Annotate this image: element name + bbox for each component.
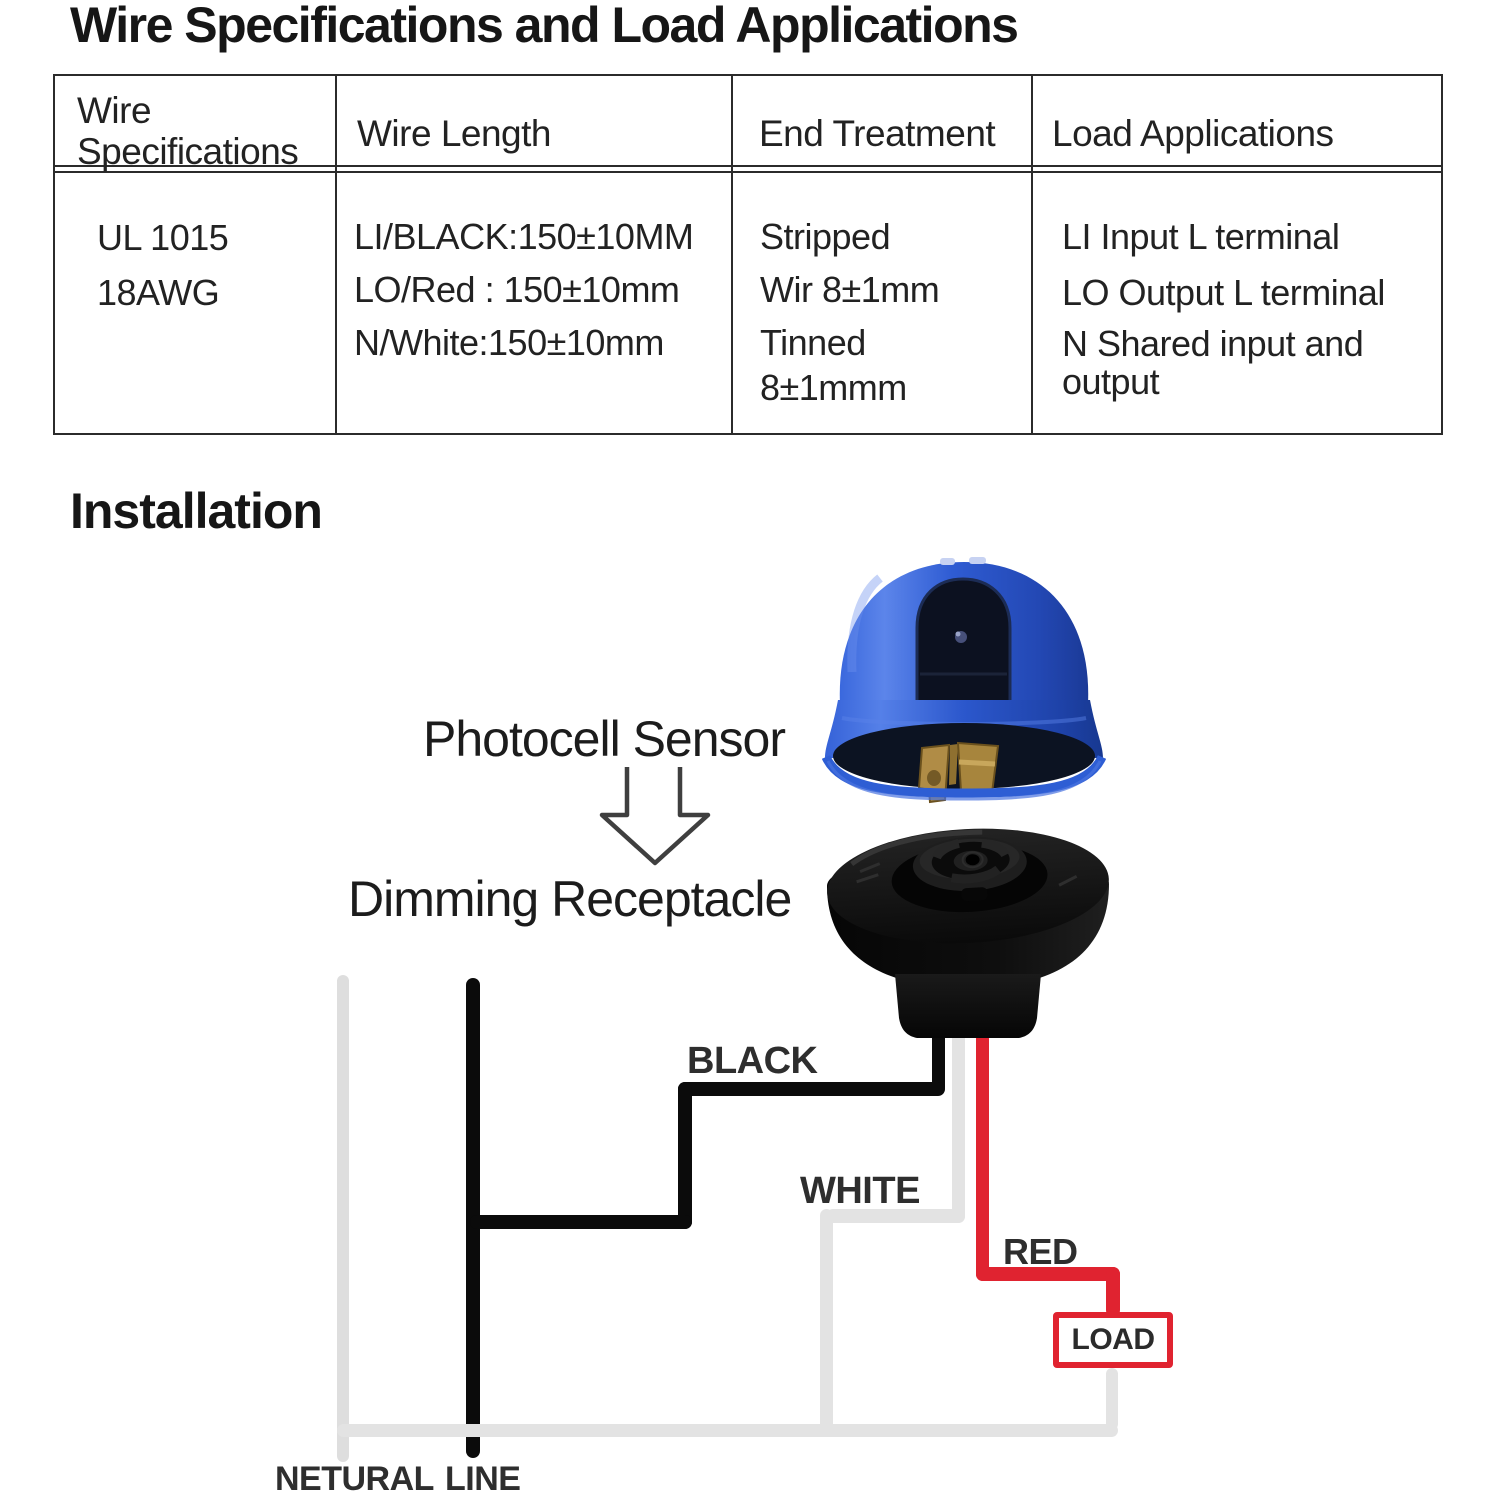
white-wire-segment — [337, 1424, 1118, 1437]
page-title: Wire Specifications and Load Application… — [70, 0, 1019, 53]
table-cell: Stripped — [760, 216, 891, 257]
table-cell: LO/Red : 150±10mm — [354, 269, 680, 310]
load-box: LOAD — [1053, 1312, 1173, 1368]
white-wire-segment — [820, 1209, 833, 1437]
photocell-sensor-image — [822, 557, 1106, 804]
table-cell: Tinned — [760, 322, 866, 363]
black-wire-label: BLACK — [687, 1040, 818, 1082]
table-cell: 18AWG — [97, 272, 220, 313]
down-arrow-icon — [599, 767, 711, 866]
table-cell: N Shared input and output — [1062, 323, 1364, 402]
header-rule — [55, 165, 1441, 167]
table-cell: LI/BLACK:150±10MM — [354, 216, 694, 257]
black-wire-segment — [932, 1030, 945, 1094]
table-divider — [1031, 76, 1033, 433]
red-wire-label: RED — [1003, 1231, 1078, 1272]
dimming-receptacle-image — [827, 828, 1109, 1038]
white-wire-segment — [952, 1032, 965, 1223]
table-cell: N/White:150±10mm — [354, 322, 664, 363]
red-wire-segment — [1106, 1267, 1120, 1317]
black-wire-segment — [678, 1082, 692, 1229]
table-cell: Wir 8±1mm — [760, 269, 940, 310]
white-wire-label: WHITE — [800, 1170, 920, 1212]
column-header-end-treatment: End Treatment — [759, 113, 996, 154]
column-header-wire-specifications: Wire Specifications — [77, 90, 299, 172]
white-wire-segment — [826, 1209, 965, 1223]
column-header-wire-length: Wire Length — [357, 113, 552, 154]
red-wire-segment — [976, 1032, 989, 1281]
red-wire-segment — [976, 1267, 1120, 1281]
load-label: LOAD — [1071, 1323, 1156, 1356]
table-divider — [335, 76, 337, 433]
installation-heading: Installation — [70, 483, 323, 539]
neutral-label: NETURAL — [275, 1460, 434, 1497]
table-cell: LO Output L terminal — [1062, 272, 1385, 313]
neutral-wire — [337, 975, 349, 1462]
column-header-load-applications: Load Applications — [1052, 113, 1334, 154]
photocell-sensor-label: Photocell Sensor — [423, 711, 786, 767]
black-wire-segment — [678, 1082, 945, 1096]
line-label: LINE — [445, 1460, 521, 1497]
wire-spec-table: Wire Specifications Wire Length End Trea… — [53, 74, 1443, 435]
dimming-receptacle-label: Dimming Receptacle — [348, 871, 792, 927]
table-cell: LI Input L terminal — [1062, 216, 1340, 257]
black-wire-segment — [470, 1215, 692, 1229]
white-wire-segment — [1106, 1368, 1118, 1430]
table-cell: UL 1015 — [97, 217, 229, 258]
header-rule — [55, 171, 1441, 173]
table-divider — [731, 76, 733, 433]
table-cell: 8±1mmm — [760, 367, 907, 408]
